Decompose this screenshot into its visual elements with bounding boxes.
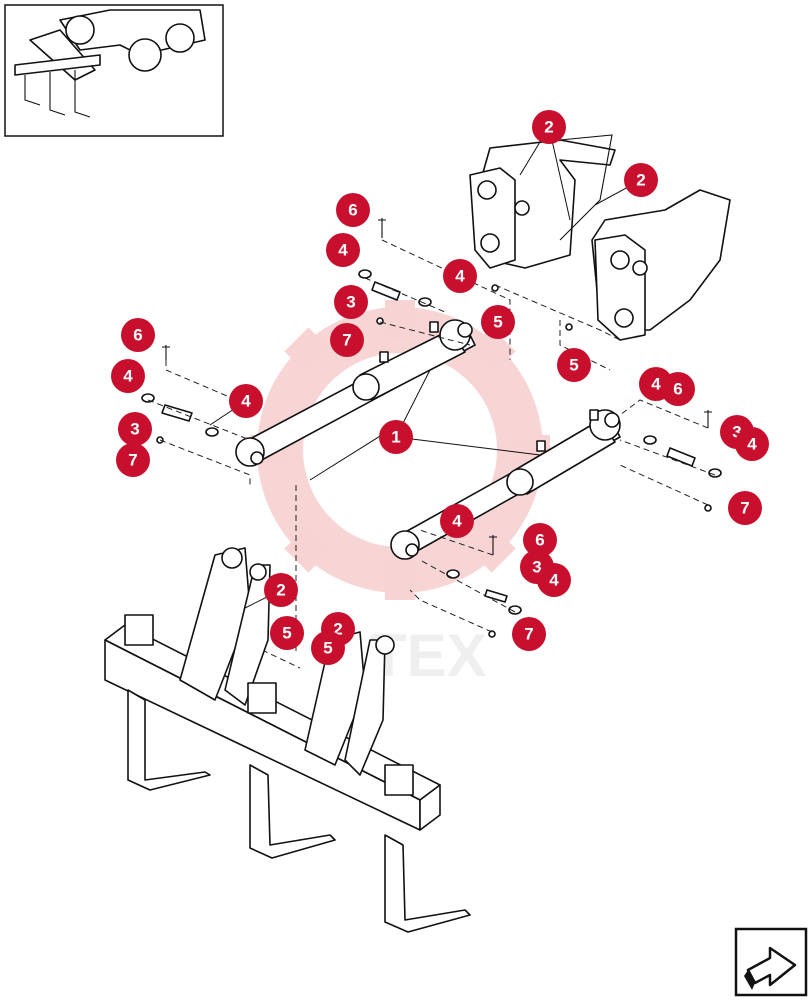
callout-label: 4 <box>452 512 462 531</box>
callout-1: 1 <box>379 420 413 454</box>
callout-label: 7 <box>740 499 749 518</box>
callout-label: 6 <box>133 326 142 345</box>
hydraulic-cylinder-upper <box>235 319 476 467</box>
next-page-arrow-icon <box>744 946 797 990</box>
ripper-frame <box>104 547 471 933</box>
callout-label: 6 <box>673 380 682 399</box>
callout-4: 4 <box>443 259 477 293</box>
callout-label: 5 <box>569 356 578 375</box>
callout-4: 4 <box>326 233 360 267</box>
callout-4: 4 <box>735 427 769 461</box>
callout-6: 6 <box>336 193 370 227</box>
thumbnail-inset <box>4 4 224 137</box>
callout-label: 3 <box>532 558 541 577</box>
callout-label: 6 <box>535 531 544 550</box>
callout-2: 2 <box>264 573 298 607</box>
callout-label: 3 <box>732 423 741 442</box>
callout-label: 4 <box>747 435 757 454</box>
callout-label: 5 <box>282 624 291 643</box>
watermark: TEX <box>250 300 550 689</box>
callout-label: 3 <box>346 293 355 312</box>
callout-label: 4 <box>651 375 661 394</box>
callout-label: 5 <box>493 313 502 332</box>
thumbnail-grader-icon <box>14 9 206 118</box>
callout-label: 7 <box>128 451 137 470</box>
callout-6: 6 <box>121 318 155 352</box>
callout-label: 1 <box>391 428 400 447</box>
callout-label: 4 <box>549 571 559 590</box>
upper-bracket-right <box>591 189 731 341</box>
callout-label: 2 <box>636 171 645 190</box>
callout-2: 2 <box>624 163 658 197</box>
callout-7: 7 <box>728 491 762 525</box>
callout-label: 2 <box>544 118 553 137</box>
callout-7: 7 <box>512 617 546 651</box>
callout-label: 4 <box>338 241 348 260</box>
callout-3: 3 <box>334 285 368 319</box>
callout-5: 5 <box>311 631 345 665</box>
callout-7: 7 <box>330 323 364 357</box>
callout-label: 4 <box>123 367 133 386</box>
upper-bracket-left <box>469 134 616 269</box>
callout-2: 2 <box>532 110 566 144</box>
callout-6: 6 <box>523 523 557 557</box>
hardware-bolts <box>156 218 712 638</box>
callout-6: 6 <box>661 372 695 406</box>
next-page-button[interactable] <box>734 927 808 997</box>
callout-4: 4 <box>440 504 474 538</box>
callout-label: 5 <box>323 639 332 658</box>
callout-label: 4 <box>455 267 465 286</box>
callout-7: 7 <box>116 443 150 477</box>
callout-label: 2 <box>276 581 285 600</box>
callout-3: 3 <box>118 412 152 446</box>
callout-label: 2 <box>333 620 342 639</box>
callout-label: 7 <box>524 625 533 644</box>
callout-4: 4 <box>537 563 571 597</box>
callout-5: 5 <box>270 616 304 650</box>
callout-label: 4 <box>241 392 251 411</box>
callout-5: 5 <box>481 305 515 339</box>
callout-4: 4 <box>229 384 263 418</box>
callout-label: 7 <box>342 331 351 350</box>
callout-5: 5 <box>557 348 591 382</box>
watermark-text: TEX <box>370 622 487 689</box>
callout-4: 4 <box>111 359 145 393</box>
callout-label: 6 <box>348 201 357 220</box>
callout-label: 3 <box>130 420 139 439</box>
assembly-lines <box>147 239 716 669</box>
